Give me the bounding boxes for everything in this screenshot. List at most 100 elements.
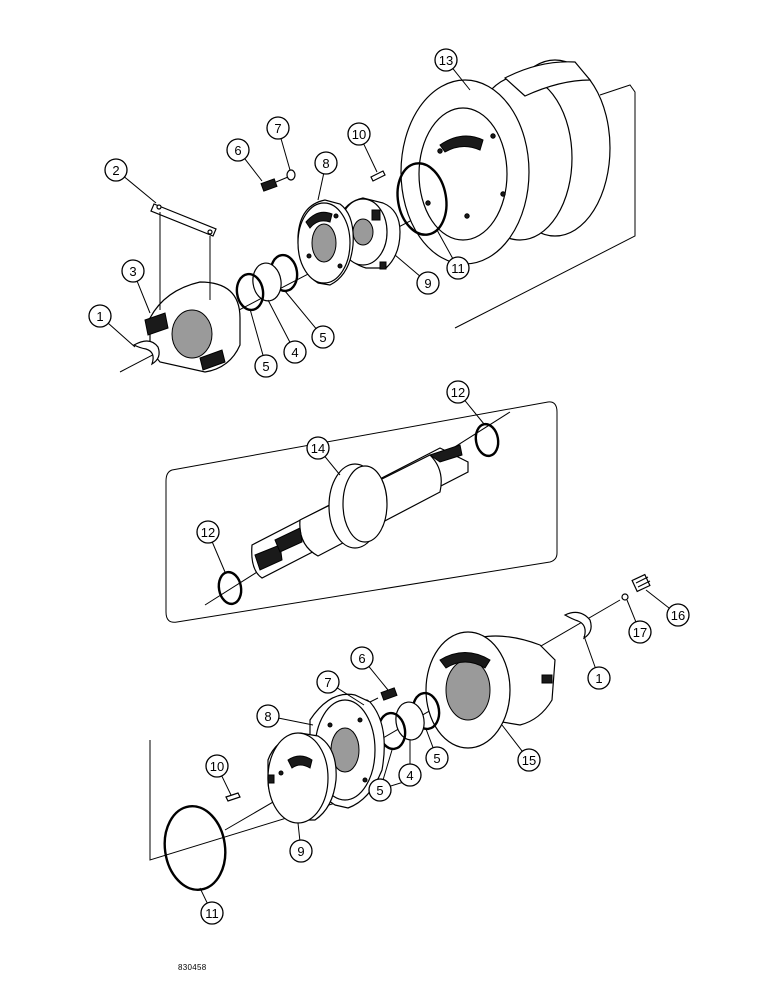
- collar-lower-part: [267, 732, 337, 824]
- callout-1: 1: [583, 635, 611, 690]
- callout-10: 10: [205, 754, 232, 796]
- callout-leader-line: [297, 822, 301, 841]
- callout-number: 10: [210, 759, 224, 774]
- drawing-id-label: 830458: [178, 963, 207, 972]
- callout-leader-line: [501, 724, 523, 752]
- callout-leader-line: [363, 143, 378, 173]
- callout-leader-line: [199, 887, 208, 904]
- callout-number: 12: [451, 385, 465, 400]
- plug-part: [631, 573, 651, 593]
- callout-1: 1: [88, 304, 136, 348]
- callout-circle: [283, 340, 307, 364]
- callout-circle: [416, 271, 440, 295]
- lower-group-outline: [149, 740, 421, 861]
- callout-circle: [226, 138, 250, 162]
- callout-number: 5: [319, 330, 326, 345]
- callout-circle: [200, 901, 224, 925]
- callout-leader-line: [221, 775, 232, 796]
- callout-circle: [306, 436, 330, 460]
- callout-number: 8: [264, 709, 271, 724]
- callout-leader-line: [645, 589, 670, 609]
- callout-number: 1: [96, 309, 103, 324]
- callout-leader-line: [211, 541, 226, 573]
- callout-circle: [434, 48, 458, 72]
- seal-housing-upper-part: [297, 199, 354, 286]
- callout-number: 5: [262, 359, 269, 374]
- bolt-washer-upper-part: [260, 169, 296, 192]
- callout-circle: [316, 670, 340, 694]
- callout-circle: [88, 304, 112, 328]
- callout-number: 7: [274, 121, 281, 136]
- callout-6: 6: [226, 138, 263, 182]
- callout-leader-line: [583, 635, 596, 668]
- callout-number: 3: [129, 264, 136, 279]
- callout-leader-line: [324, 456, 341, 476]
- callout-leader-line: [284, 290, 317, 329]
- callout-number: 7: [324, 675, 331, 690]
- callout-leader-line: [382, 749, 393, 780]
- callout-number: 11: [205, 906, 219, 921]
- callout-7: 7: [316, 670, 365, 706]
- callout-circle: [266, 116, 290, 140]
- callout-15: 15: [501, 724, 541, 772]
- callout-12: 12: [446, 380, 485, 425]
- callout-5: 5: [284, 290, 335, 349]
- callout-5: 5: [425, 728, 449, 770]
- callout-number: 2: [112, 163, 119, 178]
- upper-group-outline: [454, 84, 636, 329]
- callout-number: 9: [297, 844, 304, 859]
- callout-5: 5: [368, 749, 393, 802]
- callout-11: 11: [199, 887, 224, 925]
- callout-leader-line: [464, 400, 485, 425]
- callout-number: 6: [358, 651, 365, 666]
- callout-leader-line: [124, 176, 157, 204]
- callout-circle: [196, 520, 220, 544]
- shaft-o-ring-right-part: [474, 422, 500, 458]
- callout-circle: [254, 354, 278, 378]
- callout-leader-line: [107, 322, 136, 348]
- callout-leader-line: [244, 158, 263, 182]
- callout-5: 5: [249, 308, 278, 378]
- plug-o-ring-part: [621, 593, 629, 601]
- callout-circle: [446, 256, 470, 280]
- callout-8: 8: [256, 704, 314, 728]
- callout-circle: [425, 746, 449, 770]
- callout-circle: [314, 151, 338, 175]
- callout-circle: [368, 778, 392, 802]
- callout-number: 13: [439, 53, 453, 68]
- callout-number: 8: [322, 156, 329, 171]
- callout-circle: [104, 158, 128, 182]
- end-cap-lower-part: [425, 631, 556, 749]
- end-cap-upper-part: [144, 281, 241, 373]
- callout-leader-line: [280, 138, 291, 171]
- callout-number: 9: [424, 276, 431, 291]
- callout-number: 10: [352, 127, 366, 142]
- callout-circle: [205, 754, 229, 778]
- callout-leader-line: [368, 666, 389, 691]
- callout-3: 3: [121, 259, 151, 314]
- callout-2: 2: [104, 158, 157, 204]
- callout-11: 11: [436, 229, 470, 280]
- callout-circle: [350, 646, 374, 670]
- callout-number: 5: [376, 783, 383, 798]
- lock-plate-part: [150, 203, 217, 310]
- callout-number: 12: [201, 525, 215, 540]
- callout-circle: [587, 666, 611, 690]
- callout-leader-line: [452, 68, 471, 91]
- snap-ring-lower-part: [563, 611, 592, 640]
- callout-number: 14: [311, 441, 325, 456]
- callout-leader-line: [136, 281, 151, 314]
- callout-number: 17: [633, 625, 647, 640]
- large-o-ring-lower-part: [163, 804, 227, 892]
- callout-circle: [398, 763, 422, 787]
- callout-circle: [446, 380, 470, 404]
- callout-leader-line: [278, 717, 314, 726]
- callout-circle: [311, 325, 335, 349]
- callout-leader-line: [249, 308, 264, 356]
- roller-rim-part: [400, 59, 611, 265]
- seal-rings-lower-part: [377, 691, 441, 751]
- callout-leader-line: [267, 299, 291, 343]
- callout-circle: [666, 603, 690, 627]
- large-o-ring-upper-part: [396, 162, 448, 236]
